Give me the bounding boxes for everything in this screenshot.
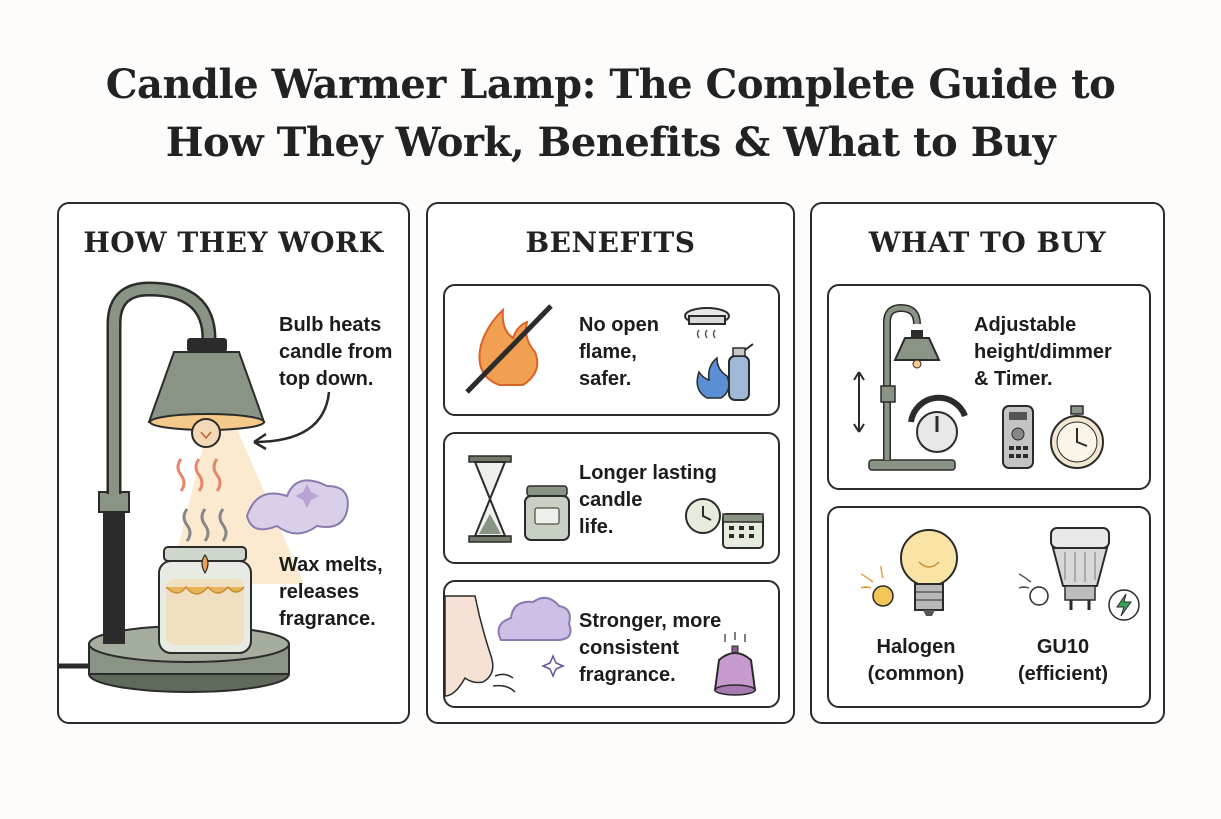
- dimmer-knob-icon: [908, 394, 968, 453]
- benefit-text: Longer lasting candle life.: [579, 460, 717, 541]
- benefit-text-line: No open: [579, 314, 659, 336]
- hourglass-icon: [468, 455, 512, 543]
- benefit-card-no-flame: No open flame, safer.: [443, 284, 780, 416]
- benefit-text-line: fragrance.: [579, 664, 676, 686]
- halogen-bulb-icon: [860, 529, 958, 616]
- bulb-heats-text: Bulb heats candle from top down.: [279, 312, 392, 393]
- fire-extinguisher-icon: [696, 343, 754, 401]
- adjustable-lamp-icon: [853, 303, 956, 471]
- gu10-text-line: GU10: [1036, 636, 1090, 658]
- steam-icon: [176, 458, 228, 542]
- no-flame-icon: [465, 304, 553, 394]
- candle-jar-icon: [158, 546, 252, 654]
- features-text-line: & Timer.: [974, 368, 1053, 390]
- benefit-card-longer-life: Longer lasting candle life.: [443, 432, 780, 564]
- how-they-work-panel: HOW THEY WORK: [57, 202, 410, 724]
- benefit-text-line: life.: [579, 516, 614, 538]
- title-line-1: Candle Warmer Lamp: The Complete Guide t…: [105, 61, 1116, 108]
- page-title: Candle Warmer Lamp: The Complete Guide t…: [0, 56, 1221, 172]
- scent-cloud-icon: [245, 479, 349, 535]
- gu10-bulb-icon: [1018, 527, 1110, 610]
- wax-text-line: releases: [279, 581, 360, 603]
- diffuser-icon: [713, 632, 757, 696]
- halogen-text: Halogen (common): [861, 634, 971, 688]
- benefit-text-line: consistent: [579, 637, 680, 659]
- remote-icon: [1002, 405, 1034, 469]
- stopwatch-icon: [1050, 405, 1104, 469]
- wax-text-line: fragrance.: [279, 608, 376, 630]
- nose-icon: [444, 595, 516, 697]
- arrow-icon: [253, 391, 331, 451]
- title-line-2: How They Work, Benefits & What to Buy: [165, 119, 1056, 166]
- benefit-text-line: safer.: [579, 368, 632, 390]
- what-to-buy-heading: WHAT TO BUY: [868, 226, 1107, 259]
- how-they-work-heading: HOW THEY WORK: [83, 226, 384, 259]
- bulb-icon: [191, 418, 221, 448]
- benefit-text-line: Longer lasting: [579, 462, 717, 484]
- features-card: Adjustable height/dimmer & Timer.: [827, 284, 1151, 490]
- clock-icon: [685, 498, 721, 534]
- features-text-line: Adjustable: [974, 314, 1077, 336]
- bulb-text-line: candle from: [279, 341, 393, 363]
- benefit-text-line: candle: [579, 489, 643, 511]
- bulb-text-line: top down.: [279, 368, 374, 390]
- calendar-icon: [722, 513, 764, 549]
- what-to-buy-panel: WHAT TO BUY Adjustable height/dimmer & T…: [810, 202, 1165, 724]
- benefits-heading: BENEFITS: [525, 226, 696, 259]
- lightning-icon: [1108, 589, 1140, 621]
- gu10-text: GU10 (efficient): [1005, 634, 1121, 688]
- wax-melts-text: Wax melts, releases fragrance.: [279, 552, 383, 633]
- benefit-text-line: flame,: [579, 341, 637, 363]
- bulbs-card: Halogen (common) GU10 (efficient): [827, 506, 1151, 708]
- benefit-card-fragrance: Stronger, more consistent fragrance.: [443, 580, 780, 708]
- benefit-text: Stronger, more consistent fragrance.: [579, 608, 721, 689]
- halogen-text-line: (common): [867, 663, 965, 685]
- benefit-text-line: Stronger, more: [579, 610, 722, 632]
- halogen-text-line: Halogen: [876, 636, 956, 658]
- gu10-text-line: (efficient): [1018, 663, 1108, 685]
- features-text: Adjustable height/dimmer & Timer.: [974, 312, 1112, 393]
- cloud-icon: [497, 596, 572, 641]
- benefit-text: No open flame, safer.: [579, 312, 659, 393]
- sparkle-icon: [541, 654, 565, 678]
- jar-icon: [524, 485, 570, 541]
- smoke-detector-icon: [684, 307, 730, 339]
- features-text-line: height/dimmer: [974, 341, 1112, 363]
- wax-text-line: Wax melts,: [279, 554, 383, 576]
- bulb-text-line: Bulb heats: [279, 314, 382, 336]
- benefits-panel: BENEFITS No open flame, safer.: [426, 202, 795, 724]
